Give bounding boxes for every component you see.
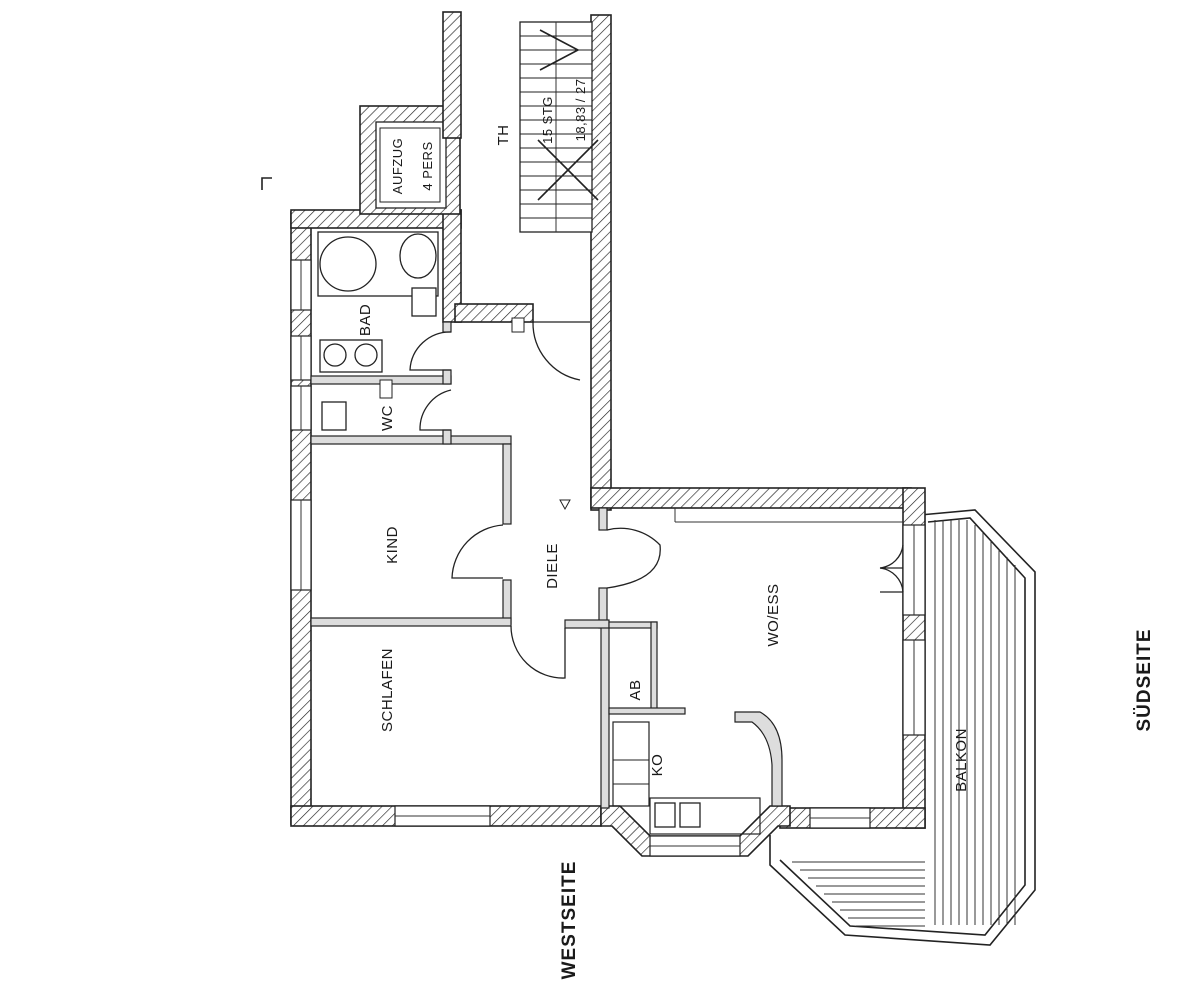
section-mark <box>261 177 272 190</box>
label-aufzug: AUFZUG <box>390 138 405 194</box>
label-ko: KO <box>649 754 666 777</box>
windows <box>290 259 926 857</box>
label-wc: WC <box>379 405 396 431</box>
living-top-wall <box>590 487 912 509</box>
label-pers: 4 PERS <box>420 141 435 190</box>
label-wo-ess: WO/ESS <box>765 583 782 646</box>
label-suedseite: SÜDSEITE <box>1134 628 1155 731</box>
label-westseite: WESTSEITE <box>559 861 580 980</box>
label-kind: KIND <box>384 526 401 564</box>
label-diele: DIELE <box>544 543 561 589</box>
label-stairs-count: 15 STG <box>540 96 555 144</box>
th-left-wall <box>442 11 462 139</box>
staircase <box>519 21 599 233</box>
balcony-deck <box>769 509 1036 946</box>
label-stairs-dim: 18,83 / 27 <box>573 79 588 142</box>
th-right-wall <box>590 14 612 511</box>
doors <box>409 317 904 679</box>
interior-walls <box>310 321 903 809</box>
label-bad: BAD <box>357 304 374 336</box>
label-schlafen: SCHLAFEN <box>379 648 396 732</box>
fixtures <box>317 231 761 835</box>
label-ab: AB <box>627 679 644 700</box>
label-balkon: BALKON <box>953 728 970 792</box>
label-th: TH <box>495 125 512 146</box>
